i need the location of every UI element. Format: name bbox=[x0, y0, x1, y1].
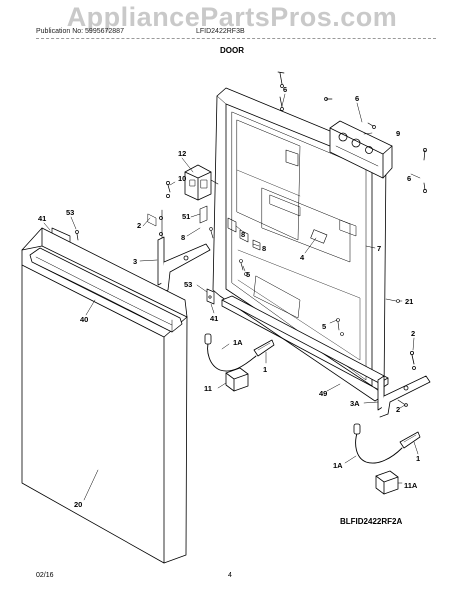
callout-21: 21 bbox=[405, 297, 413, 306]
callout-49: 49 bbox=[319, 389, 327, 398]
section-title: DOOR bbox=[220, 46, 244, 55]
screws-5 bbox=[239, 259, 344, 336]
callout-7: 7 bbox=[377, 244, 381, 253]
callout-1a: 1A bbox=[233, 338, 243, 347]
callout-41: 41 bbox=[210, 314, 218, 323]
leader-lines bbox=[43, 93, 421, 501]
screws-10 bbox=[166, 181, 171, 198]
callout-5: 5 bbox=[322, 322, 326, 331]
callout-51: 51 bbox=[182, 212, 190, 221]
callout-10: 10 bbox=[178, 174, 186, 183]
callout-8: 8 bbox=[241, 230, 245, 239]
door-handle bbox=[29, 247, 183, 333]
door-cable-right bbox=[353, 423, 421, 464]
callout-2: 2 bbox=[396, 405, 400, 414]
model-number: LFID2422RF3B bbox=[196, 28, 245, 35]
callout-40: 40 bbox=[80, 315, 88, 324]
callout-8: 8 bbox=[181, 233, 185, 242]
callout-1a: 1A bbox=[333, 461, 343, 470]
page-number: 4 bbox=[228, 572, 232, 579]
callout-12: 12 bbox=[178, 149, 186, 158]
callout-11: 11 bbox=[204, 384, 212, 393]
callout-6: 6 bbox=[283, 85, 287, 94]
callout-2: 2 bbox=[137, 221, 141, 230]
callout-6: 6 bbox=[407, 174, 411, 183]
publication-number: Publication No: 5995672887 bbox=[36, 28, 124, 35]
callout-labels: 6 6 9 6 12 10 53 41 2 51 8 8 8 4 7 3 5 5… bbox=[38, 85, 420, 509]
callout-41: 41 bbox=[38, 214, 46, 223]
cable-cap-right bbox=[375, 470, 399, 495]
callout-1: 1 bbox=[263, 365, 267, 374]
screws-6 bbox=[277, 71, 427, 193]
callout-20: 20 bbox=[74, 500, 82, 509]
callout-3a: 3A bbox=[350, 399, 360, 408]
callout-53: 53 bbox=[184, 280, 192, 289]
door-latch bbox=[184, 164, 219, 201]
cable-cap-left bbox=[225, 367, 249, 392]
diagram-code: BLFID2422RF2A bbox=[340, 517, 403, 526]
hinge-right bbox=[377, 350, 431, 418]
header-rule bbox=[36, 38, 436, 39]
watermark: AppliancePartsPros.com bbox=[66, 2, 398, 32]
footer-date: 02/16 bbox=[36, 572, 54, 579]
bracket-41-right bbox=[206, 288, 215, 305]
callout-1: 1 bbox=[416, 454, 420, 463]
callout-8: 8 bbox=[262, 244, 266, 253]
callout-3: 3 bbox=[133, 257, 137, 266]
callout-6: 6 bbox=[355, 94, 359, 103]
callout-5: 5 bbox=[246, 270, 250, 279]
callout-11a: 11A bbox=[404, 481, 418, 490]
callout-53: 53 bbox=[66, 208, 74, 217]
callout-2: 2 bbox=[411, 329, 415, 338]
clips-8 bbox=[199, 205, 261, 251]
callout-4: 4 bbox=[300, 253, 305, 262]
door-cable-left bbox=[204, 333, 275, 372]
screw-21 bbox=[385, 298, 400, 303]
control-module bbox=[329, 120, 393, 179]
callout-9: 9 bbox=[396, 129, 400, 138]
